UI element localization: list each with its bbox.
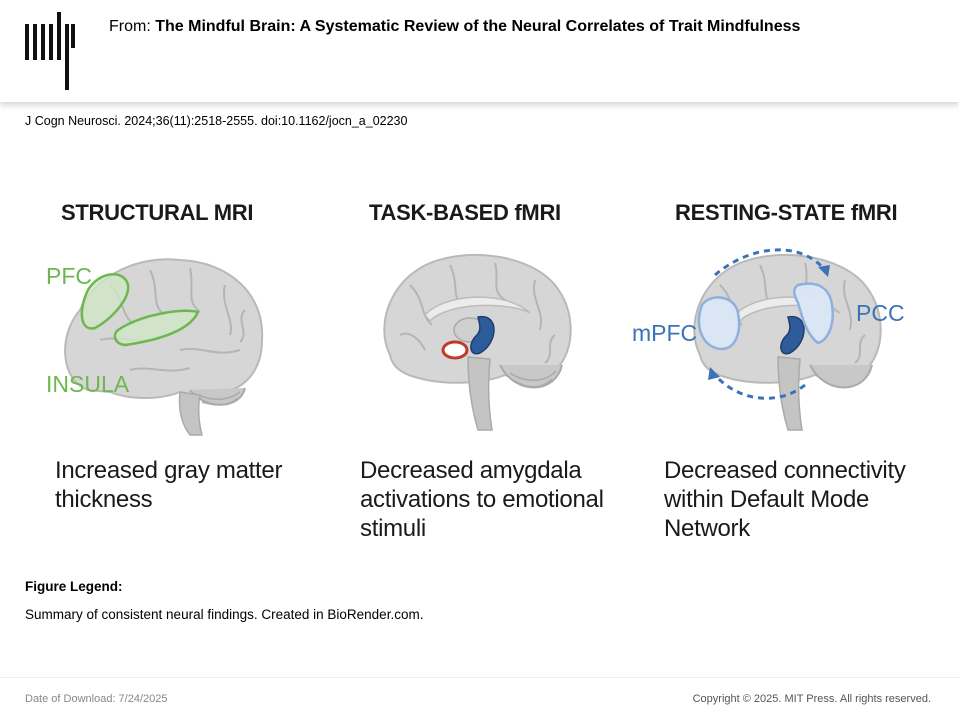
panel-title-structural: STRUCTURAL MRI	[61, 200, 254, 225]
figure-legend-text: Summary of consistent neural findings. C…	[25, 607, 424, 622]
from-prefix: From:	[109, 18, 151, 35]
caption-task-based: Decreased amygdala activations to emotio…	[360, 457, 604, 542]
footer-divider	[0, 677, 959, 678]
label-mpfc: mPFC	[632, 320, 698, 346]
panel-title-task-based: TASK-BASED fMRI	[369, 200, 561, 225]
download-date: Date of Download: 7/24/2025	[25, 693, 168, 705]
article-source: From: The Mindful Brain: A Systematic Re…	[109, 18, 800, 36]
lateral-brain-illustration	[64, 258, 264, 436]
citation: J Cogn Neurosci. 2024;36(11):2518-2555. …	[25, 114, 408, 128]
medial-brain-network-illustration	[693, 248, 882, 431]
article-title[interactable]: The Mindful Brain: A Systematic Review o…	[155, 18, 801, 35]
label-insula: INSULA	[46, 371, 130, 397]
caption-resting-state: Decreased connectivity within Default Mo…	[664, 457, 906, 542]
copyright-notice: Copyright © 2025. MIT Press. All rights …	[692, 693, 931, 705]
figure: STRUCTURAL MRI PFC INSULA Increased gray…	[0, 150, 959, 570]
mit-press-logo	[25, 12, 75, 90]
panel-title-resting-state: RESTING-STATE fMRI	[675, 200, 898, 225]
medial-brain-illustration	[383, 253, 572, 431]
caption-structural: Increased gray matter thickness	[55, 457, 283, 513]
label-pcc: PCC	[856, 300, 905, 326]
label-pfc: PFC	[46, 263, 92, 289]
figure-legend-heading: Figure Legend:	[25, 579, 123, 594]
header-bar: From: The Mindful Brain: A Systematic Re…	[0, 0, 959, 102]
